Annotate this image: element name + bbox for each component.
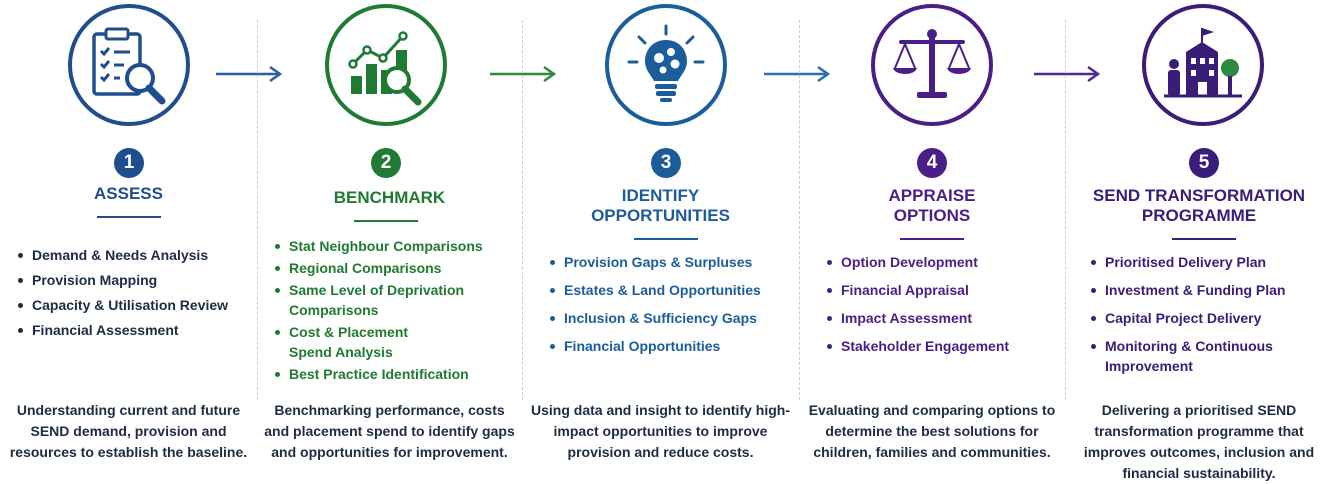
stage-2-title: BENCHMARK — [257, 188, 522, 208]
list-item: Inclusion & Sufficiency Gaps — [546, 308, 796, 328]
stage-1-icon-circle — [68, 4, 190, 126]
list-item: Capital Project Delivery — [1087, 308, 1327, 328]
stage-4-number: 4 — [917, 148, 947, 178]
stage-1-title-line: ASSESS — [94, 184, 163, 203]
stage-divider — [257, 20, 258, 400]
list-item: Best Practice Identification — [271, 364, 517, 384]
arrow-right-icon — [490, 65, 557, 83]
list-item: Prioritised Delivery Plan — [1087, 252, 1327, 272]
list-item: Financial Appraisal — [823, 280, 1063, 300]
clipboard-magnifier-icon — [92, 27, 166, 105]
stage-1-description: Understanding current and future SEND de… — [9, 402, 248, 460]
scales-icon — [893, 29, 971, 98]
stage-1-rule — [97, 216, 161, 218]
stage-5-title-line: PROGRAMME — [1141, 206, 1257, 225]
list-item: Regional Comparisons — [271, 258, 517, 278]
stage-divider — [1065, 20, 1066, 400]
list-item: Provision Gaps & Surpluses — [546, 252, 796, 272]
stage-5-title: SEND TRANSFORMATION PROGRAMME — [1065, 186, 1333, 226]
stage-3-description: Using data and insight to identify high-… — [531, 402, 790, 460]
list-item: Investment & Funding Plan — [1087, 280, 1327, 300]
stage-4-title: APPRAISE OPTIONS — [799, 186, 1065, 226]
stage-appraise-options: 4 APPRAISE OPTIONS Option Development Fi… — [799, 0, 1065, 479]
list-item: Monitoring & Continuous Improvement — [1087, 336, 1305, 376]
lightbulb-icon — [627, 24, 705, 102]
stage-3-number: 3 — [651, 148, 681, 178]
stage-5-description: Delivering a prioritised SEND transforma… — [1083, 402, 1315, 481]
list-item: Financial Assessment — [14, 320, 254, 340]
stage-2-number: 2 — [371, 148, 401, 178]
stage-5-title-line: SEND TRANSFORMATION — [1092, 186, 1306, 205]
stage-4-bullets: Option Development Financial Appraisal I… — [823, 252, 1063, 356]
stage-5-bullets: Prioritised Delivery Plan Investment & F… — [1087, 252, 1327, 376]
stage-benchmark: 2 BENCHMARK Stat Neighbour Comparisons R… — [257, 0, 522, 479]
list-item: Same Level of Deprivation Comparisons — [271, 280, 479, 320]
list-item: Provision Mapping — [14, 270, 254, 290]
stage-3-title: IDENTIFY OPPORTUNITIES — [522, 186, 799, 226]
stage-3-title-line: OPPORTUNITIES — [591, 206, 730, 225]
stage-assess: 1 ASSESS Demand & Needs Analysis Provisi… — [0, 0, 257, 479]
arrow-right-icon — [764, 65, 831, 83]
stage-2-bullets: Stat Neighbour Comparisons Regional Comp… — [271, 236, 517, 384]
stage-3-icon-circle — [605, 4, 727, 126]
list-item: Estates & Land Opportunities — [546, 280, 796, 300]
stage-2-icon-circle — [325, 4, 447, 126]
stage-5-icon-circle — [1142, 4, 1264, 126]
stage-1-title: ASSESS — [0, 184, 257, 204]
stage-5-rule — [1172, 238, 1236, 240]
bar-chart-magnifier-icon — [348, 31, 422, 106]
stage-3-title-line: IDENTIFY — [621, 186, 700, 205]
list-item: Cost & Placement Spend Analysis — [271, 322, 429, 362]
list-item: Stakeholder Engagement — [823, 336, 1063, 356]
list-item: Stat Neighbour Comparisons — [271, 236, 517, 256]
list-item: Capacity & Utilisation Review — [14, 295, 254, 315]
stage-4-title-line: APPRAISE — [888, 186, 976, 205]
arrow-right-icon — [216, 65, 283, 83]
stage-3-rule — [634, 238, 698, 240]
stage-4-icon-circle — [871, 4, 993, 126]
stage-2-description: Benchmarking performance, costs and plac… — [264, 402, 515, 460]
stage-2-rule — [354, 220, 418, 222]
stage-4-rule — [900, 238, 964, 240]
list-item: Impact Assessment — [823, 308, 1063, 328]
stage-3-bullets: Provision Gaps & Surpluses Estates & Lan… — [546, 252, 796, 356]
stage-divider — [522, 20, 523, 400]
stage-2-title-line: BENCHMARK — [333, 188, 446, 207]
list-item: Option Development — [823, 252, 1063, 272]
stage-1-bullets: Demand & Needs Analysis Provision Mappin… — [14, 245, 254, 340]
stage-5-number: 5 — [1189, 148, 1219, 178]
stage-divider — [799, 20, 800, 400]
stage-1-number: 1 — [114, 148, 144, 178]
stage-4-title-line: OPTIONS — [893, 206, 971, 225]
school-community-icon — [1164, 28, 1242, 98]
list-item: Demand & Needs Analysis — [14, 245, 254, 265]
stage-identify-opportunities: 3 IDENTIFY OPPORTUNITIES Provision Gaps … — [522, 0, 799, 479]
list-item: Financial Opportunities — [546, 336, 796, 356]
stage-4-description: Evaluating and comparing options to dete… — [808, 402, 1056, 460]
stage-send-transformation-programme: 5 SEND TRANSFORMATION PROGRAMME Prioriti… — [1065, 0, 1333, 481]
